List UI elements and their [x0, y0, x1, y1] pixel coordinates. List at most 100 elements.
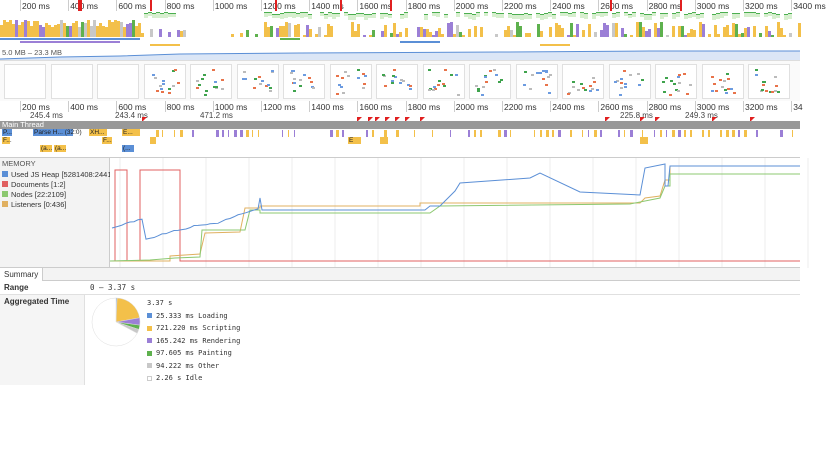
- ruler-tick: [116, 101, 118, 112]
- flame-tick: [732, 130, 735, 137]
- cpu-bar: [777, 22, 780, 37]
- tab-summary[interactable]: Summary: [0, 268, 44, 281]
- fps-bar: [736, 13, 740, 18]
- fps-bar: [388, 14, 392, 18]
- cpu-bar: [450, 22, 453, 37]
- fps-bar: [660, 13, 664, 19]
- aggregated-total: 3.37 s: [147, 299, 173, 308]
- cpu-bar: [642, 27, 645, 37]
- cpu-bar: [630, 35, 633, 37]
- memory-legend-item[interactable]: Listeners [0:436]: [0, 199, 109, 209]
- fps-bar: [432, 12, 436, 16]
- fps-bar: [688, 13, 692, 18]
- cpu-bar: [15, 20, 18, 37]
- filmstrip-frame[interactable]: [562, 64, 604, 99]
- flame-tick: [630, 130, 633, 137]
- fps-bar: [384, 13, 388, 17]
- filmstrip-frame[interactable]: [608, 64, 651, 99]
- fps-bar: [296, 13, 300, 17]
- fps-bar: [512, 14, 516, 19]
- filmstrip-frame[interactable]: [655, 64, 697, 99]
- flame-entry[interactable]: Parse H... (32:0): [33, 129, 82, 136]
- flame-entry[interactable]: (a...: [40, 145, 53, 152]
- ruler-tick: [405, 101, 407, 112]
- cpu-bar: [141, 33, 144, 37]
- filmstrip-frame[interactable]: [515, 64, 558, 99]
- fps-bar: [484, 12, 488, 16]
- network-request: [280, 38, 300, 40]
- memory-legend-item[interactable]: Used JS Heap [5281408:24410664]: [0, 169, 130, 179]
- cpu-bar: [732, 23, 735, 37]
- fps-bar: [380, 13, 384, 19]
- filmstrip-frame[interactable]: [236, 64, 279, 99]
- cpu-bar: [528, 33, 531, 37]
- flame-entry[interactable]: XH...: [89, 129, 107, 136]
- flame-tick: [600, 130, 602, 137]
- ruler-tick: [694, 101, 696, 112]
- ruler-tick-label: 1400 ms: [311, 1, 344, 11]
- flame-entry[interactable]: P...: [2, 129, 12, 136]
- main-thread-header[interactable]: Main Thread: [0, 121, 800, 129]
- cpu-bar: [108, 20, 111, 37]
- filmstrip-frame[interactable]: [283, 64, 325, 99]
- filmstrip-frame[interactable]: [97, 64, 139, 99]
- cpu-bar: [504, 30, 507, 37]
- flame-tick: [660, 130, 662, 137]
- cpu-bar: [507, 26, 510, 37]
- flame-tick: [618, 130, 620, 137]
- filmstrip-frame[interactable]: [190, 64, 232, 99]
- cpu-bar: [783, 35, 786, 37]
- cpu-bar: [255, 34, 258, 37]
- ruler-tick-label: 2000 ms: [455, 1, 489, 11]
- ruler-tick-label: 600 ms: [118, 102, 147, 112]
- cpu-bar: [603, 23, 606, 37]
- filmstrip-frame[interactable]: [376, 64, 418, 99]
- aggregated-item: 165.242 ms Rendering: [147, 335, 240, 348]
- flame-entry[interactable]: F...: [102, 137, 112, 144]
- filmstrip-frame[interactable]: [701, 64, 744, 99]
- cpu-bar: [768, 31, 771, 37]
- cpu-bar: [405, 28, 408, 37]
- flame-tick: [228, 130, 229, 137]
- memory-legend-item[interactable]: Documents [1:2]: [0, 179, 109, 189]
- frame-marker: [712, 117, 717, 122]
- flame-tick: [336, 130, 339, 137]
- flame-tick: [510, 130, 511, 137]
- flame-entry[interactable]: (...: [122, 145, 134, 152]
- cpu-bar: [39, 25, 42, 37]
- cpu-bar: [576, 24, 579, 37]
- flame-tick: [720, 130, 722, 137]
- flame-tick: [288, 130, 289, 137]
- flame-tick: [558, 130, 561, 137]
- memory-legend-item[interactable]: Nodes [22:2109]: [0, 189, 109, 199]
- filmstrip-frame[interactable]: [469, 64, 511, 99]
- cpu-bar: [96, 26, 99, 37]
- cpu-bar: [510, 30, 513, 37]
- flame-entry[interactable]: F...: [2, 137, 12, 144]
- filmstrip-frame[interactable]: [329, 64, 372, 99]
- cpu-bar: [159, 29, 162, 37]
- ruler-tick-label: 200 ms: [22, 102, 50, 112]
- filmstrip-frame[interactable]: [143, 64, 186, 99]
- filmstrip-frame[interactable]: [50, 64, 93, 99]
- flame-tick: [396, 130, 399, 137]
- aggregated-time-label: Aggregated Time: [4, 297, 70, 306]
- cpu-bar: [246, 30, 249, 37]
- legend-swatch: [2, 201, 8, 207]
- cpu-bar: [114, 20, 117, 37]
- filmstrip-frame[interactable]: [4, 64, 46, 99]
- cpu-bar: [654, 23, 657, 37]
- flame-entry[interactable]: (a...: [54, 145, 67, 152]
- fps-bar: [524, 13, 528, 19]
- fps-bar: [424, 14, 428, 20]
- filmstrip-frame[interactable]: [422, 64, 465, 99]
- fps-bar: [152, 13, 156, 18]
- flame-tick: [678, 130, 681, 137]
- aggregated-item: 721.220 ms Scripting: [147, 322, 240, 335]
- flame-entry[interactable]: E...: [122, 129, 140, 136]
- filmstrip-frame[interactable]: [748, 64, 790, 99]
- cpu-bar: [612, 23, 615, 37]
